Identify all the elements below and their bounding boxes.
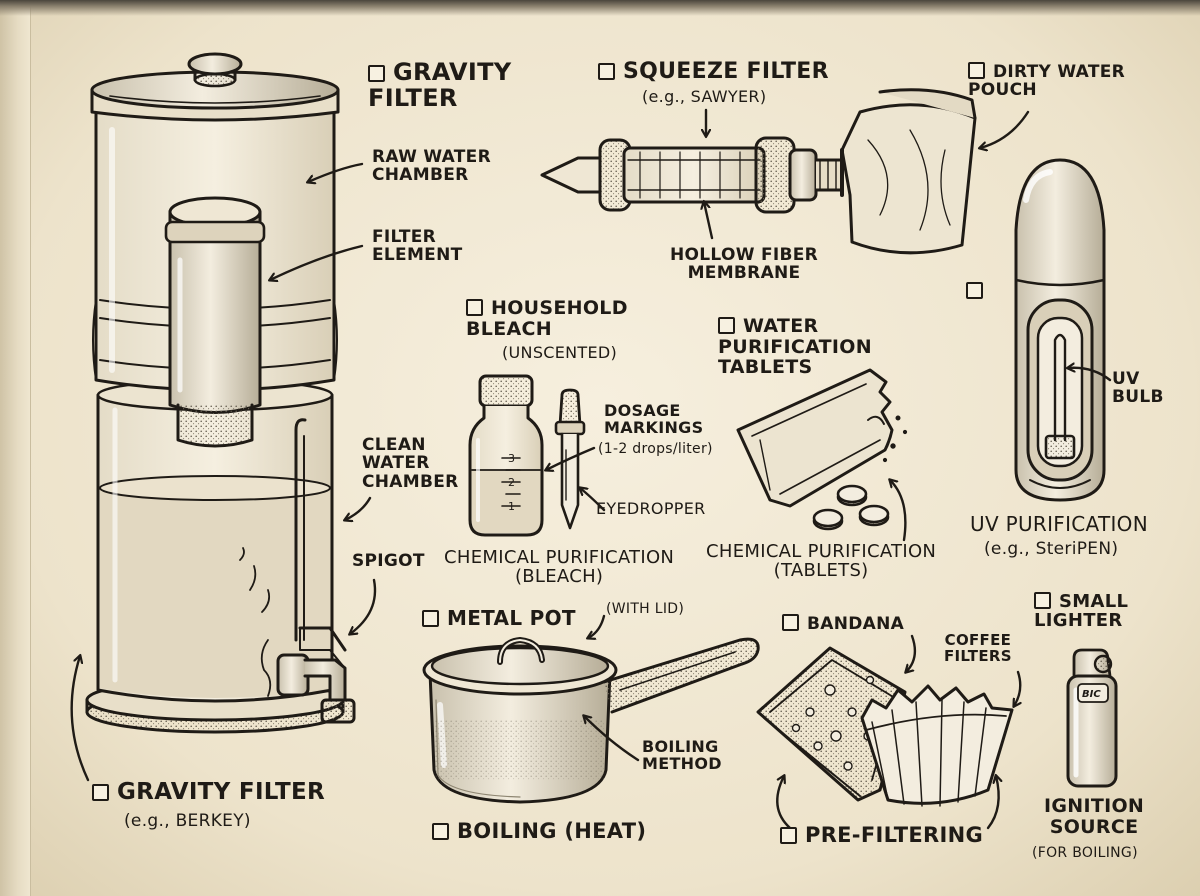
- bleach-bottle-drawing: [468, 374, 544, 537]
- spigot-label: SPIGOT: [352, 551, 425, 571]
- household-bleach-title: HOUSEHOLD BLEACH: [466, 297, 628, 340]
- arrow-raw-water: [308, 162, 364, 182]
- ignition-source-note: (FOR BOILING): [1032, 845, 1138, 861]
- page-top-shadow: [0, 0, 1200, 16]
- arrow-clean-water: [345, 496, 372, 520]
- dirty-water-pouch-checkbox[interactable]: [968, 62, 985, 79]
- uv-purification-example: (e.g., SteriPEN): [984, 539, 1119, 559]
- arrow-with-lid: [588, 614, 606, 638]
- squeeze-filter-example: (e.g., SAWYER): [642, 87, 767, 106]
- arrow-prefilter-left: [776, 776, 792, 830]
- eyedropper-label: EYEDROPPER: [596, 499, 706, 518]
- arrow-eyedropper: [580, 488, 606, 512]
- gravity-filter-bottom-title: GRAVITY FILTER: [92, 780, 325, 805]
- lighter-drawing: [1066, 648, 1118, 788]
- uv-purification-title: UV PURIFICATION: [970, 512, 1148, 536]
- arrow-uv-bulb: [1068, 368, 1112, 382]
- boiling-heat-checkbox[interactable]: [432, 823, 449, 840]
- bottle-mark-1: 1: [508, 500, 515, 513]
- chemical-tablets-caption: CHEMICAL PURIFICATION (TABLETS): [706, 541, 937, 582]
- coffee-filters-drawing: [860, 684, 1014, 807]
- uv-purifier-drawing: [1014, 158, 1106, 502]
- metal-pot-drawing: [422, 637, 760, 804]
- water-tablets-checkbox[interactable]: [718, 317, 735, 334]
- bandana-checkbox[interactable]: [782, 614, 799, 631]
- small-lighter-checkbox[interactable]: [1034, 592, 1051, 609]
- boiling-method-label: BOILING METHOD: [642, 737, 722, 774]
- arrow-dosage: [546, 446, 596, 470]
- arrow-filter-element: [270, 244, 364, 280]
- small-lighter-title: SMALL LIGHTER: [1034, 591, 1129, 632]
- tablet-packet-drawing: [736, 368, 908, 508]
- gravity-filter-title: GRAVITY FILTER: [368, 58, 512, 112]
- gravity-filter-bottom-checkbox[interactable]: [92, 784, 109, 801]
- squeeze-filter-title: SQUEEZE FILTER: [598, 60, 829, 84]
- household-bleach-checkbox[interactable]: [466, 299, 483, 316]
- uv-purifier-checkbox[interactable]: [966, 282, 983, 299]
- boiling-heat-title: BOILING (HEAT): [432, 820, 646, 843]
- bottle-mark-2: 2: [508, 476, 515, 489]
- raw-water-chamber-label: RAW WATER CHAMBER: [372, 147, 491, 186]
- clean-water-chamber-label: CLEAN WATER CHAMBER: [362, 435, 459, 492]
- notebook-binding: [0, 0, 31, 896]
- arrow-pouch: [980, 110, 1030, 148]
- dosage-markings-label: DOSAGE MARKINGS: [604, 401, 704, 438]
- gravity-filter-drawing: [85, 52, 356, 734]
- arrow-coffee-filters: [1014, 670, 1020, 706]
- arrow-bandana: [906, 634, 917, 672]
- hollow-fiber-label: HOLLOW FIBER MEMBRANE: [670, 245, 819, 284]
- filter-element-label: FILTER ELEMENT: [372, 227, 463, 266]
- dirty-water-pouch-drawing: [840, 88, 977, 255]
- household-bleach-note: (UNSCENTED): [502, 343, 618, 362]
- arrow-hollow-fiber: [704, 202, 714, 240]
- coffee-filters-label: COFFEE FILTERS: [944, 631, 1012, 666]
- ignition-source-label: IGNITION SOURCE: [1044, 795, 1145, 838]
- squeeze-filter-drawing: [540, 136, 844, 214]
- pre-filtering-checkbox[interactable]: [780, 827, 797, 844]
- bottle-mark-3: 3: [508, 452, 515, 465]
- lighter-brand: BIC: [1082, 689, 1101, 700]
- with-lid-note: (WITH LID): [606, 601, 685, 617]
- gravity-filter-example: (e.g., BERKEY): [124, 811, 251, 831]
- chemical-bleach-caption: CHEMICAL PURIFICATION (BLEACH): [444, 547, 675, 588]
- dirty-water-pouch-title: DIRTY WATER POUCH: [968, 62, 1126, 101]
- metal-pot-title: METAL POT: [422, 607, 576, 630]
- gravity-filter-checkbox[interactable]: [368, 65, 385, 82]
- arrow-tablets: [890, 480, 907, 542]
- dosage-amount-label: (1-2 drops/liter): [598, 441, 713, 457]
- metal-pot-checkbox[interactable]: [422, 610, 439, 627]
- arrow-boiling-method: [584, 716, 640, 762]
- water-tablets-title: WATER PURIFICATION TABLETS: [718, 315, 872, 379]
- arrow-spigot: [350, 578, 377, 634]
- tablets-drawing: [812, 484, 890, 531]
- squeeze-filter-checkbox[interactable]: [598, 63, 615, 80]
- bandana-title: BANDANA: [782, 614, 904, 633]
- uv-bulb-label: UV BULB: [1112, 369, 1164, 408]
- arrow-gravity-base: [70, 656, 90, 782]
- pre-filtering-title: PRE-FILTERING: [780, 824, 983, 847]
- arrow-prefilter-right: [986, 776, 999, 830]
